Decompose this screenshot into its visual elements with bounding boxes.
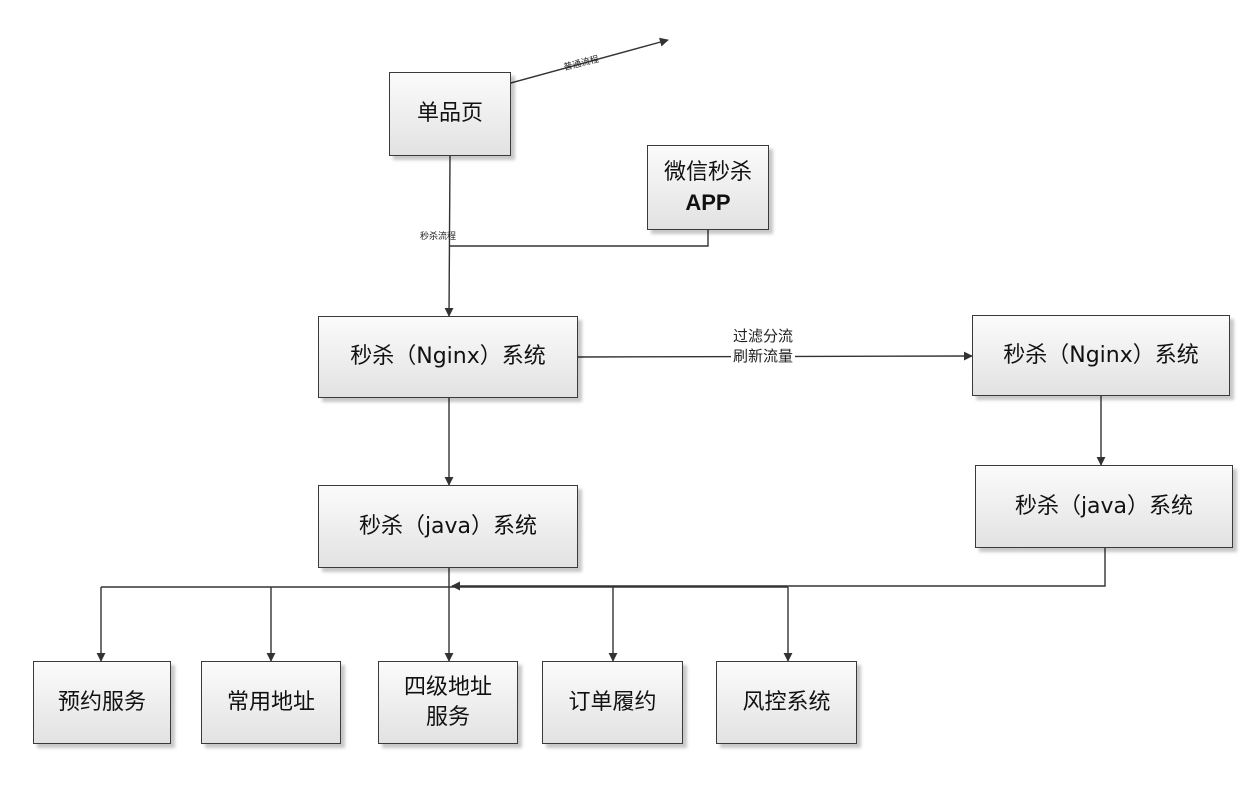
address-service-line1: 四级地址 [403,675,492,701]
wechat-app-line2: APP [685,189,731,215]
edge-java-right-return [451,548,1106,591]
edge-app-to-merge [449,230,709,247]
order-label: 订单履约 [568,689,657,715]
risk-label: 风控系统 [742,689,831,715]
nginx-right-node: 秒杀（Nginx）系统 [972,315,1230,396]
java-right-label: 秒杀（java）系统 [1014,493,1194,519]
edge-normal-flow [484,37,669,91]
wechat-app-line1: 微信秒杀 [663,160,752,186]
address-service-line2: 服务 [425,704,470,730]
edge-item-to-nginx [444,155,454,317]
risk-node: 风控系统 [716,661,857,744]
wechat-app-node: 微信秒杀 APP [647,145,769,230]
nginx-left-node: 秒杀（Nginx）系统 [318,316,578,398]
order-node: 订单履约 [542,661,683,744]
nginx-right-label: 秒杀（Nginx）系统 [1003,342,1199,368]
filter-split-line2: 刷新流量 [733,347,794,365]
filter-split-line1: 过滤分流 [733,327,794,345]
java-left-node: 秒杀（java）系统 [318,485,578,568]
java-left-label: 秒杀（java）系统 [358,513,538,539]
common-address-label: 常用地址 [226,689,315,715]
item-page-label: 单品页 [416,101,483,127]
address-service-node: 四级地址 服务 [378,661,518,744]
java-right-node: 秒杀（java）系统 [975,465,1233,548]
nginx-left-label: 秒杀（Nginx）系统 [350,344,546,370]
seckill-flow-label: 秒杀流程 [420,232,457,242]
common-address-node: 常用地址 [201,661,341,744]
filter-split-label: 过滤分流 刷新流量 [731,326,796,366]
reservation-node: 预约服务 [33,661,171,744]
item-page-node: 单品页 [389,72,511,156]
reservation-label: 预约服务 [57,689,146,715]
